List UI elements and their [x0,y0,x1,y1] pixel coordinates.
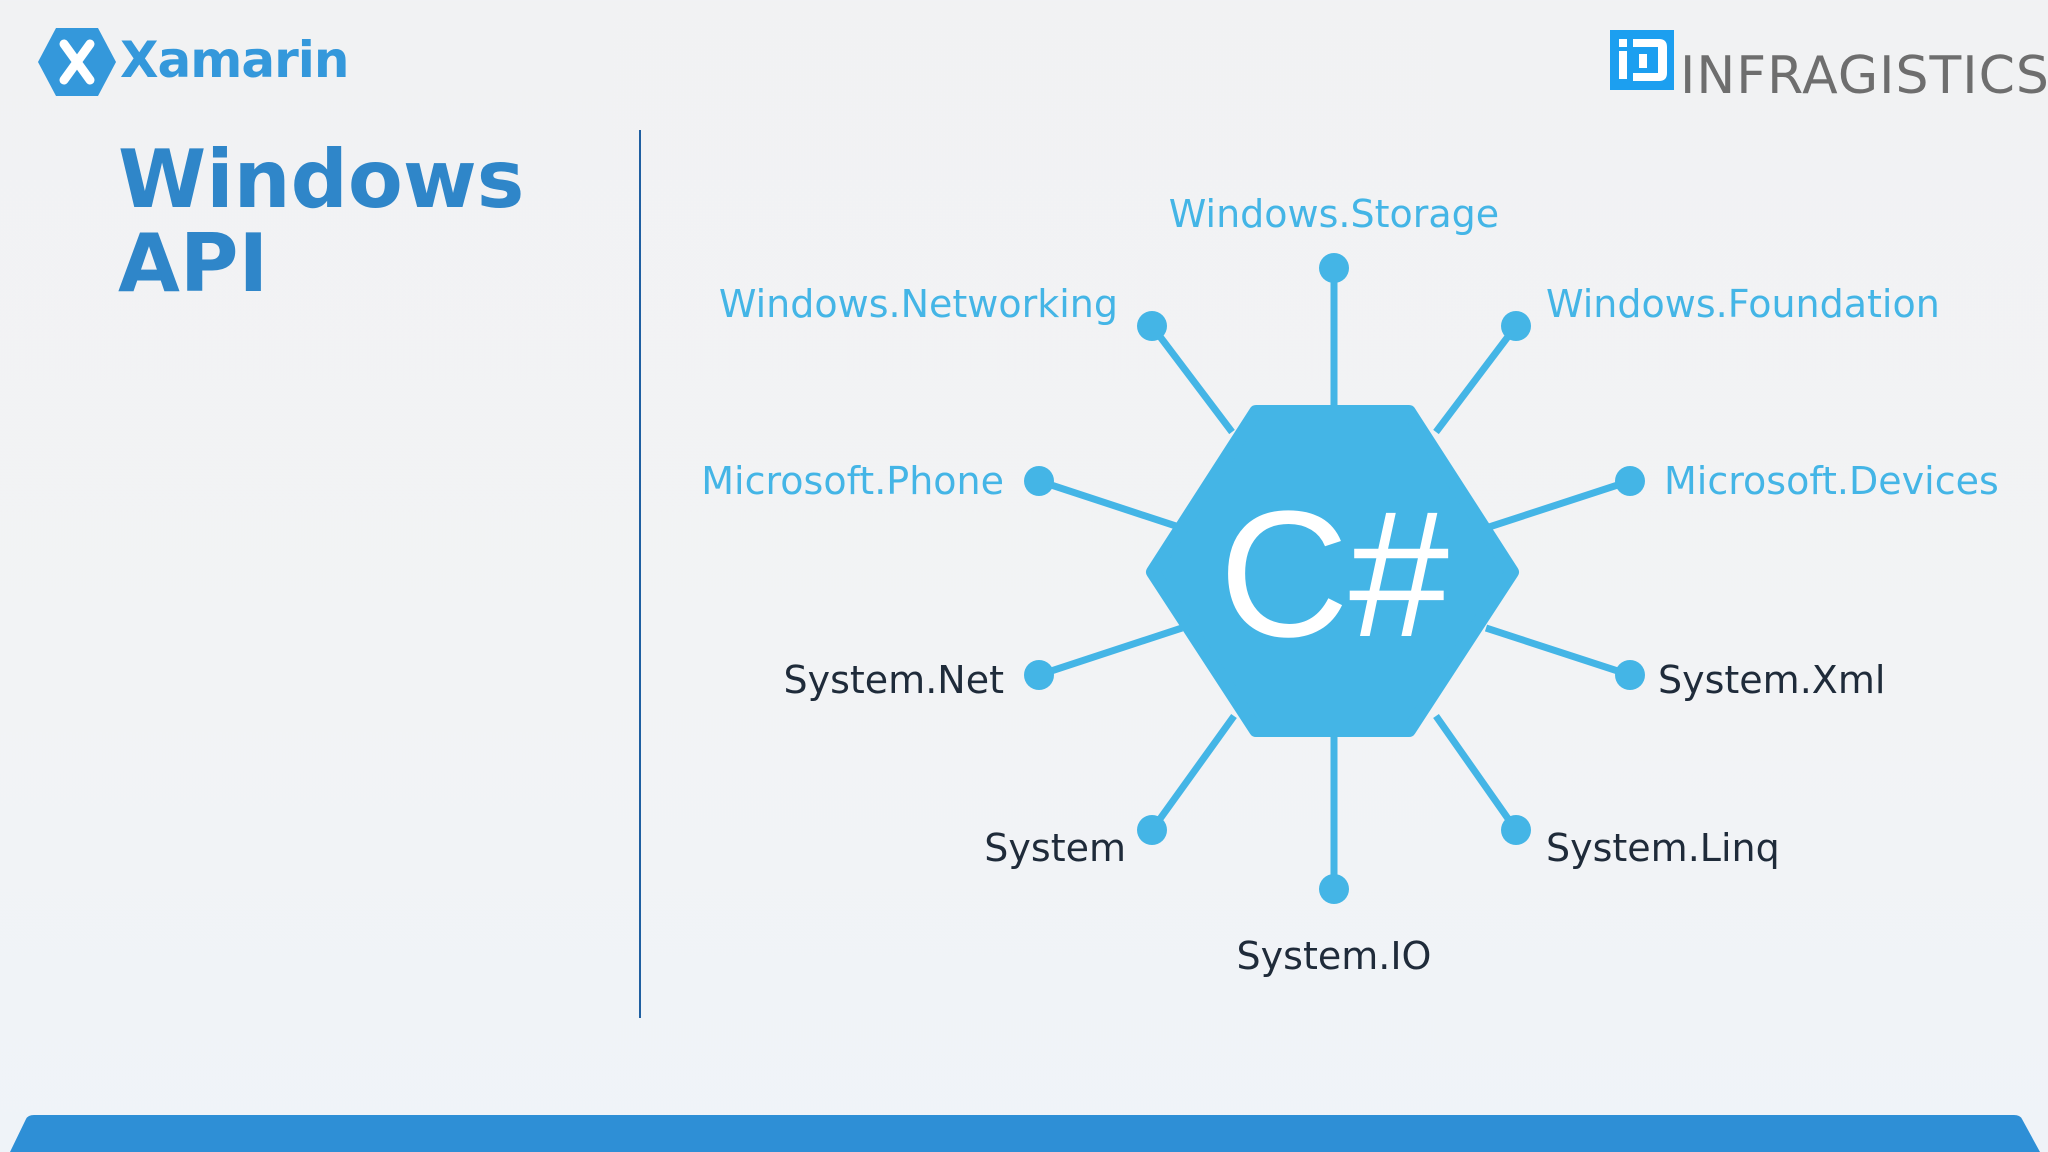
spoke-microsoft-phone [1037,477,1184,532]
spoke-system-net [1037,624,1184,679]
node-dot-system-net [1024,660,1054,690]
spokes [1037,268,1632,889]
node-label-system-xml: System.Xml [1658,658,1885,702]
node-dot-system-io [1319,874,1349,904]
node-label-system: System [984,826,1126,870]
node-dot-system [1137,815,1167,845]
spoke-system [1149,713,1237,833]
node-dot-windows-networking [1137,311,1167,341]
xamarin-brand-name: Xamarin [120,31,350,89]
node-label-system-net: System.Net [784,658,1005,702]
node-dot-microsoft-devices [1615,466,1645,496]
node-label-microsoft-devices: Microsoft.Devices [1664,459,1999,503]
infragistics-brand-name: INFRAGISTICS® [1680,28,2048,108]
page-title-line1: Windows [118,133,525,226]
node-dot-system-xml [1615,660,1645,690]
infragistics-logo-icon [1610,30,1674,90]
spoke-system-xml [1484,624,1632,679]
node-label-microsoft-phone: Microsoft.Phone [701,459,1004,503]
node-label-system-linq: System.Linq [1546,826,1780,870]
node-label-windows-networking: Windows.Networking [719,282,1118,326]
node-dots [1024,253,1645,904]
spoke-microsoft-devices [1484,477,1632,532]
spoke-windows-networking [1149,323,1235,435]
infragistics-brand-text: INFRAGISTICS [1680,46,2048,106]
bottom-accent-bar [10,1115,2040,1152]
page-title-line2: API [118,217,269,310]
node-label-system-io: System.IO [1237,934,1432,978]
node-dot-system-linq [1501,815,1531,845]
node-label-windows-storage: Windows.Storage [1169,192,1499,236]
node-label-windows-foundation: Windows.Foundation [1546,282,1940,326]
vertical-divider [639,130,641,1018]
csharp-center-hexagon [1146,405,1519,737]
node-labels: Windows.StorageWindows.FoundationMicroso… [701,192,1999,978]
node-dot-windows-storage [1319,253,1349,283]
csharp-center-label: C# [1219,474,1449,675]
node-dot-windows-foundation [1501,311,1531,341]
spoke-windows-foundation [1433,323,1519,435]
xamarin-logo-icon [38,28,116,96]
node-dot-microsoft-phone [1024,466,1054,496]
page-title: Windows API [118,138,524,306]
spoke-system-linq [1433,713,1519,833]
